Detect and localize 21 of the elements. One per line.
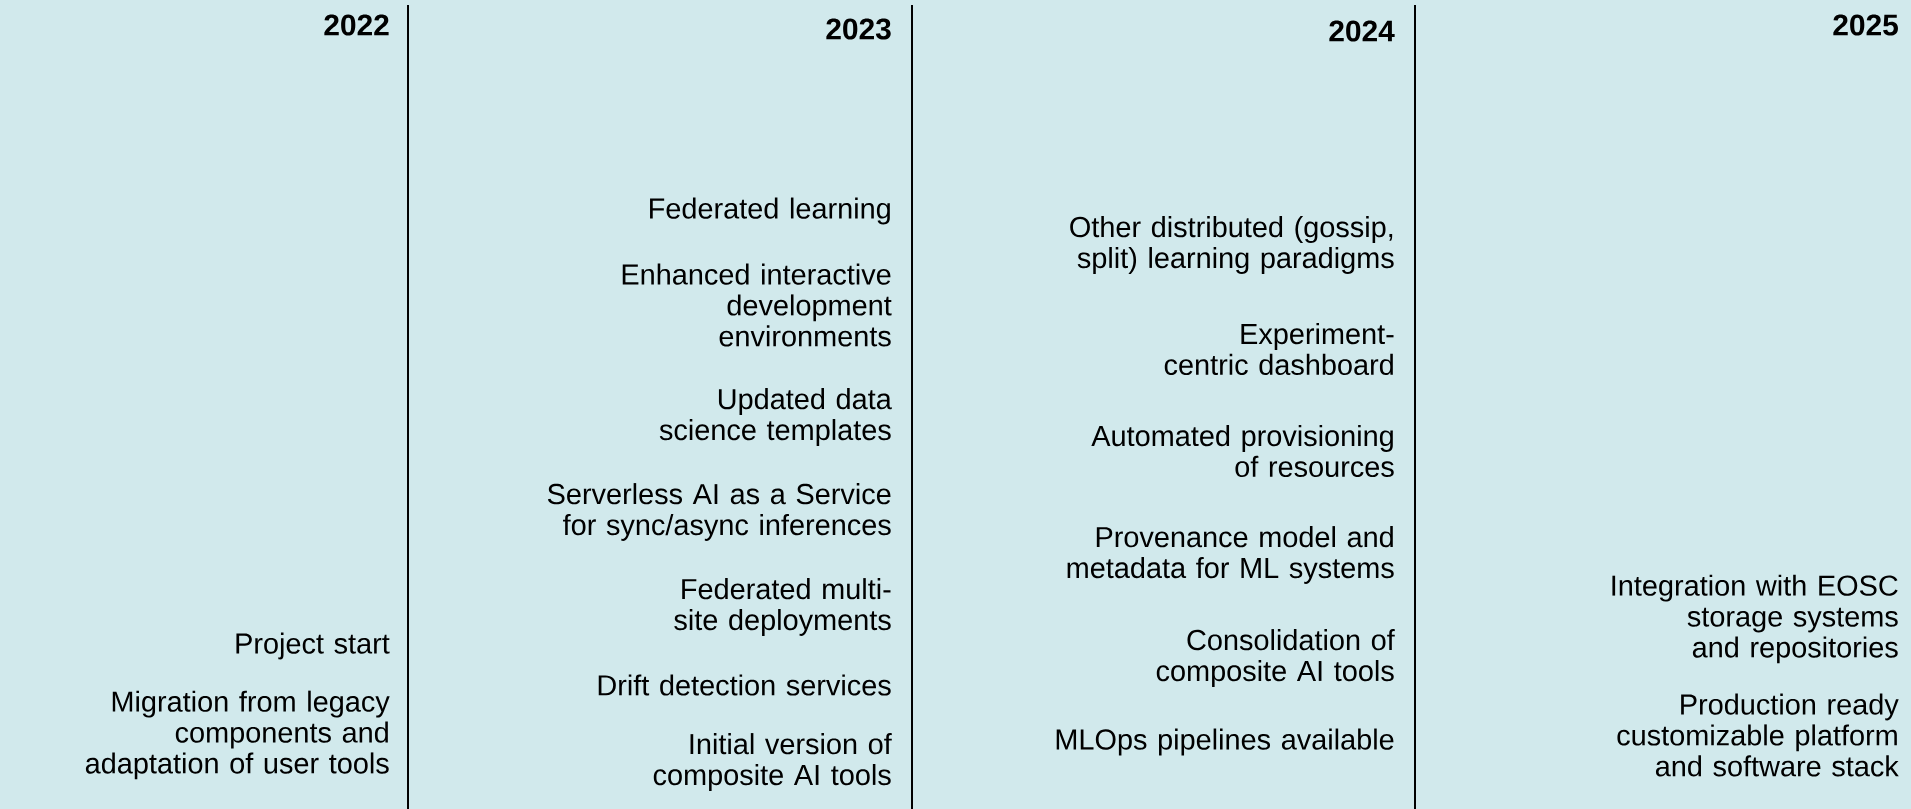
milestone-text: Integration with EOSC storage systems and repositories — [1612, 574, 1898, 664]
milestone-text: Production ready customizable platform and software stack — [1617, 693, 1899, 777]
milestone-text: Drift detection services — [598, 674, 891, 696]
milestone-text: Migration from legacy components and adaptation of user tools — [85, 690, 390, 780]
milestone-text: Initial version of composite AI tools — [653, 733, 892, 791]
milestone-text: Updated data science templates — [659, 388, 892, 446]
milestone-text: Federated multi-site deployments — [674, 578, 891, 636]
milestone-text: Serverless AI as a Service for sync/async inferences — [547, 483, 891, 541]
year-heading: 2022 — [324, 14, 389, 36]
year-heading: 2023 — [826, 18, 891, 40]
milestone-text: Provenance model and metadata for ML systems — [1067, 526, 1394, 584]
milestone-text: Other distributed (gossip, split) learning paradigms — [1070, 216, 1394, 274]
milestone-text: Consolidation of composite AI tools — [1156, 629, 1395, 687]
milestone-text: Federated learning — [650, 197, 890, 225]
milestone-text: Enhanced interactive development environments — [622, 263, 892, 347]
milestone-text: Automated provisioning of resources — [1091, 424, 1394, 478]
year-heading: 2024 — [1329, 20, 1395, 42]
milestone-text: Experiment-centric dashboard — [1164, 322, 1394, 376]
year-heading: 2025 — [1833, 14, 1898, 36]
milestone-text: Project start — [236, 632, 390, 660]
milestone-text: MLOps pipelines available — [1056, 728, 1394, 756]
